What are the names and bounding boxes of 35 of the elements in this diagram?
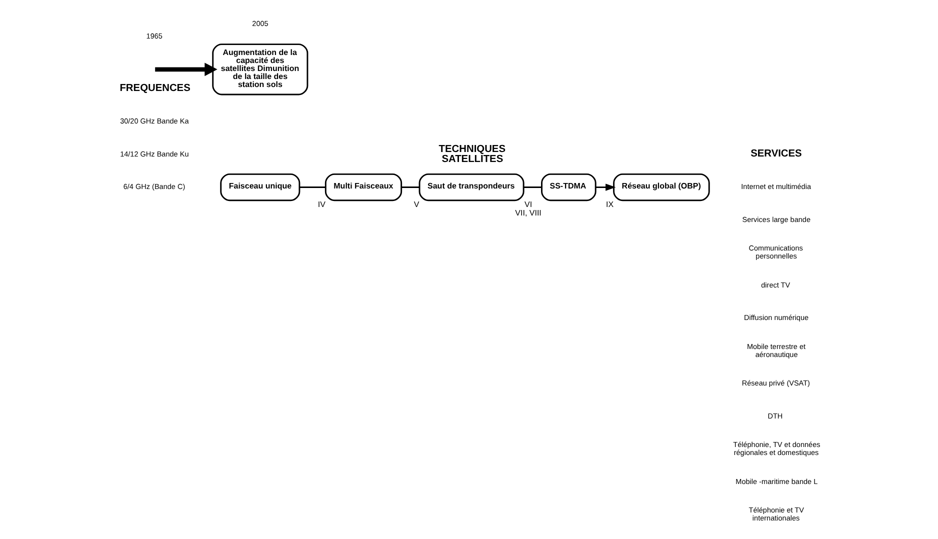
label: DTH xyxy=(768,411,783,420)
node-box: Multi Faisceaux xyxy=(324,173,402,202)
label: Réseau privé (VSAT) xyxy=(742,378,810,388)
label: Mobile -maritime bande L xyxy=(736,476,818,486)
node-label: VII, VIII xyxy=(515,208,542,218)
connector xyxy=(524,186,542,188)
node-box: Réseau global (OBP) xyxy=(613,173,710,202)
node-label: IX xyxy=(606,200,614,209)
arrow xyxy=(596,184,616,191)
label: Internet et multimédia xyxy=(741,182,812,192)
connector xyxy=(402,186,420,188)
label: 1965 xyxy=(146,31,162,40)
node-label: IV xyxy=(318,200,326,209)
node-box: Faisceau unique xyxy=(220,173,300,202)
label: Mobile terrestre et aéronautique xyxy=(746,342,806,359)
label: Téléphonie, TV et données régionales et domestiques xyxy=(733,440,820,458)
label: Services large bande xyxy=(742,214,810,224)
label: Diffusion numérique xyxy=(744,313,809,322)
label: FREQUENCES xyxy=(120,83,190,94)
node-label: VI xyxy=(524,200,532,209)
arrow xyxy=(155,62,218,76)
node-box: SS-TDMA xyxy=(541,173,596,202)
node-box: Saut de transpondeurs xyxy=(418,173,524,202)
label: 6/4 GHz (Bande C) xyxy=(123,182,186,192)
label: 14/12 GHz Bande Ku xyxy=(120,149,189,158)
label: TECHNIQUES SATELLITES xyxy=(438,144,506,165)
label: 30/20 GHz Bande Ka xyxy=(120,116,189,126)
label: direct TV xyxy=(761,280,790,290)
label: Communications personnelles xyxy=(748,244,803,261)
connector xyxy=(300,186,326,188)
label: SERVICES xyxy=(750,148,802,160)
node-box: Augmentation de la capacité des satellites Dimunition de la taille des station sols xyxy=(212,44,308,96)
label: Téléphonie et TV internationales xyxy=(748,506,804,523)
node-label: V xyxy=(414,200,420,209)
label: 2005 xyxy=(252,19,268,28)
